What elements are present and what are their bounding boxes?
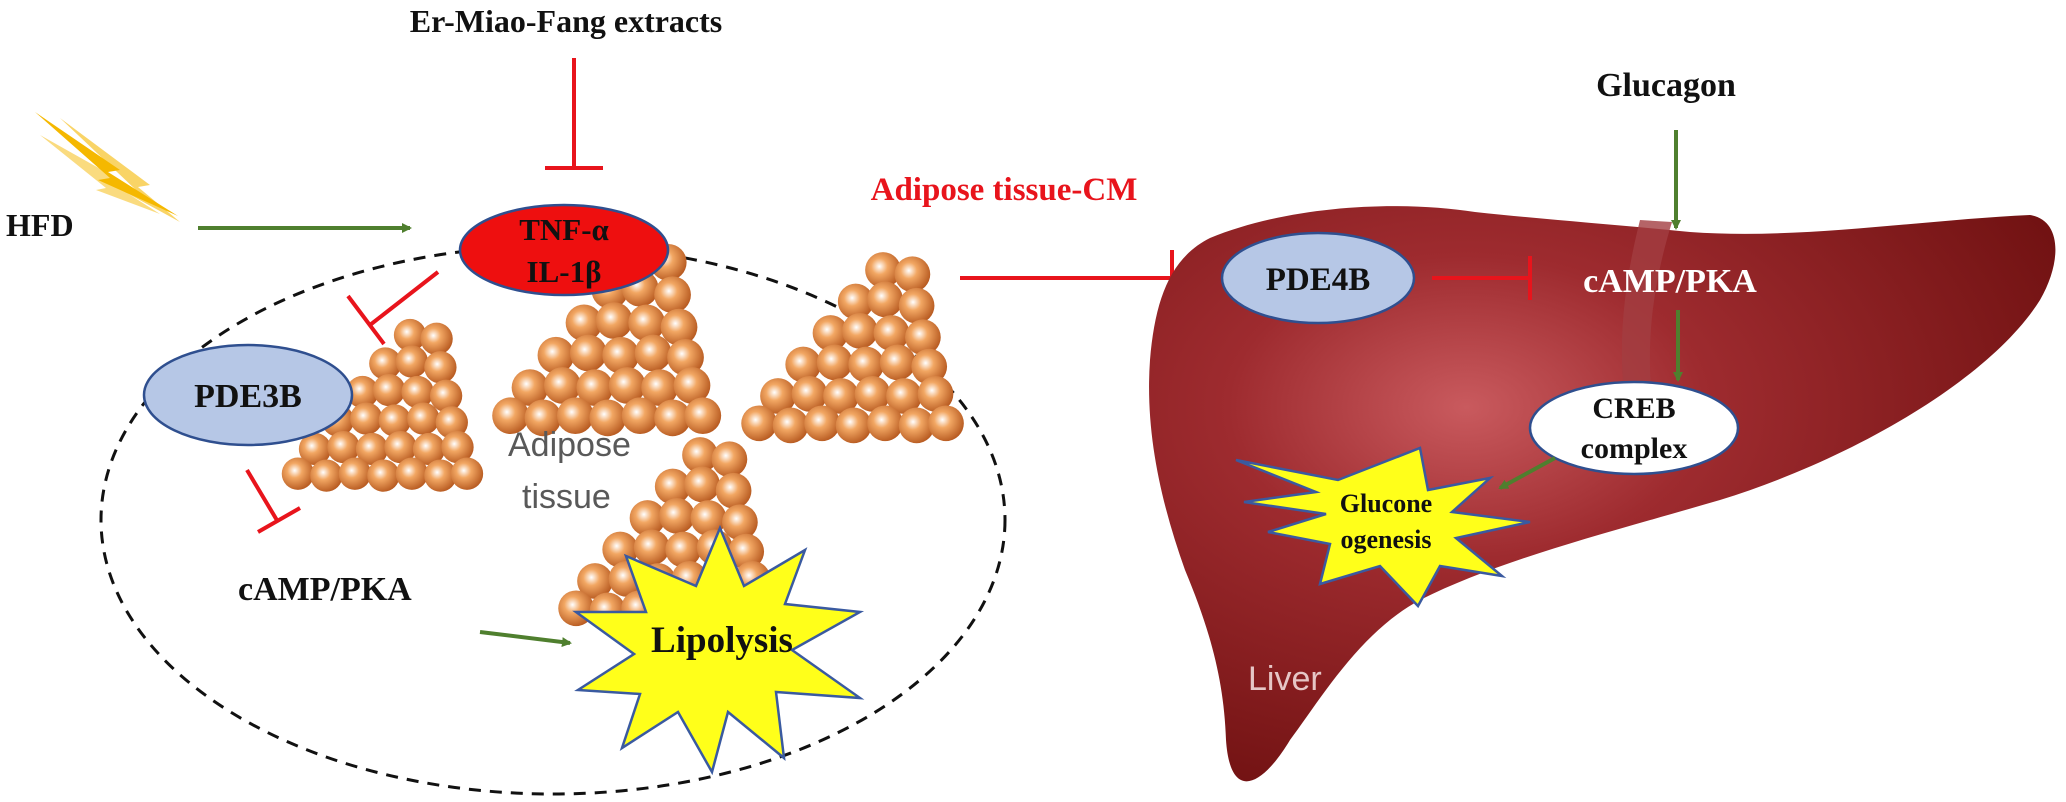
liver-label: Liver (1248, 660, 1322, 698)
pde3b-node (142, 343, 354, 447)
tnf-alpha-label: TNF-α (519, 212, 609, 247)
camp-pka-liver-label: cAMP/PKA (1583, 263, 1757, 300)
adipose-cm-inhibits-liver-arrow (960, 250, 1174, 306)
glucagon-label: Glucagon (1596, 67, 1736, 104)
extract-inhibits-cytokines-arrow (545, 58, 603, 170)
il-1beta-label: IL-1β (527, 254, 602, 289)
gluconeogenesis-burst (1235, 446, 1531, 609)
adipose-tissue-cm-label: Adipose tissue-CM (871, 172, 1138, 208)
lipolysis-burst (572, 524, 865, 776)
hfd-label: HFD (6, 207, 74, 243)
pde3b-inhibits-camp-arrow (245, 468, 301, 534)
creb-complex-node (1528, 380, 1740, 476)
camp-pka-adipose-label: cAMP/PKA (238, 571, 412, 608)
glucone-label: Glucone (1340, 489, 1432, 518)
creb-label: CREB (1592, 392, 1675, 425)
pde4b-label: PDE4B (1266, 262, 1371, 298)
pde4b-node (1220, 231, 1416, 325)
er-miao-fang-extracts-label: Er-Miao-Fang extracts (410, 3, 722, 39)
liver-shape (1149, 206, 2056, 782)
cytokines-inhibit-pde3b-arrow (346, 270, 440, 346)
complex-label: complex (1581, 432, 1688, 465)
creb-activates-gluconeogenesis-arrow (1498, 456, 1556, 490)
pde4b-inhibits-camp-arrow (1432, 256, 1532, 300)
adipose-tissue-label-line2: tissue (522, 478, 611, 516)
lightning-bolt-icon (35, 112, 180, 222)
adipose-tissue-boundary (99, 244, 1007, 796)
lipolysis-label: Lipolysis (651, 620, 793, 661)
pde3b-label: PDE3B (194, 378, 302, 415)
ogenesis-label: ogenesis (1341, 525, 1432, 554)
adipose-tissue-label-line1: Adipose (508, 426, 631, 464)
camp-activates-lipolysis-arrow (479, 630, 572, 647)
tnf-il1b-node (458, 203, 670, 297)
